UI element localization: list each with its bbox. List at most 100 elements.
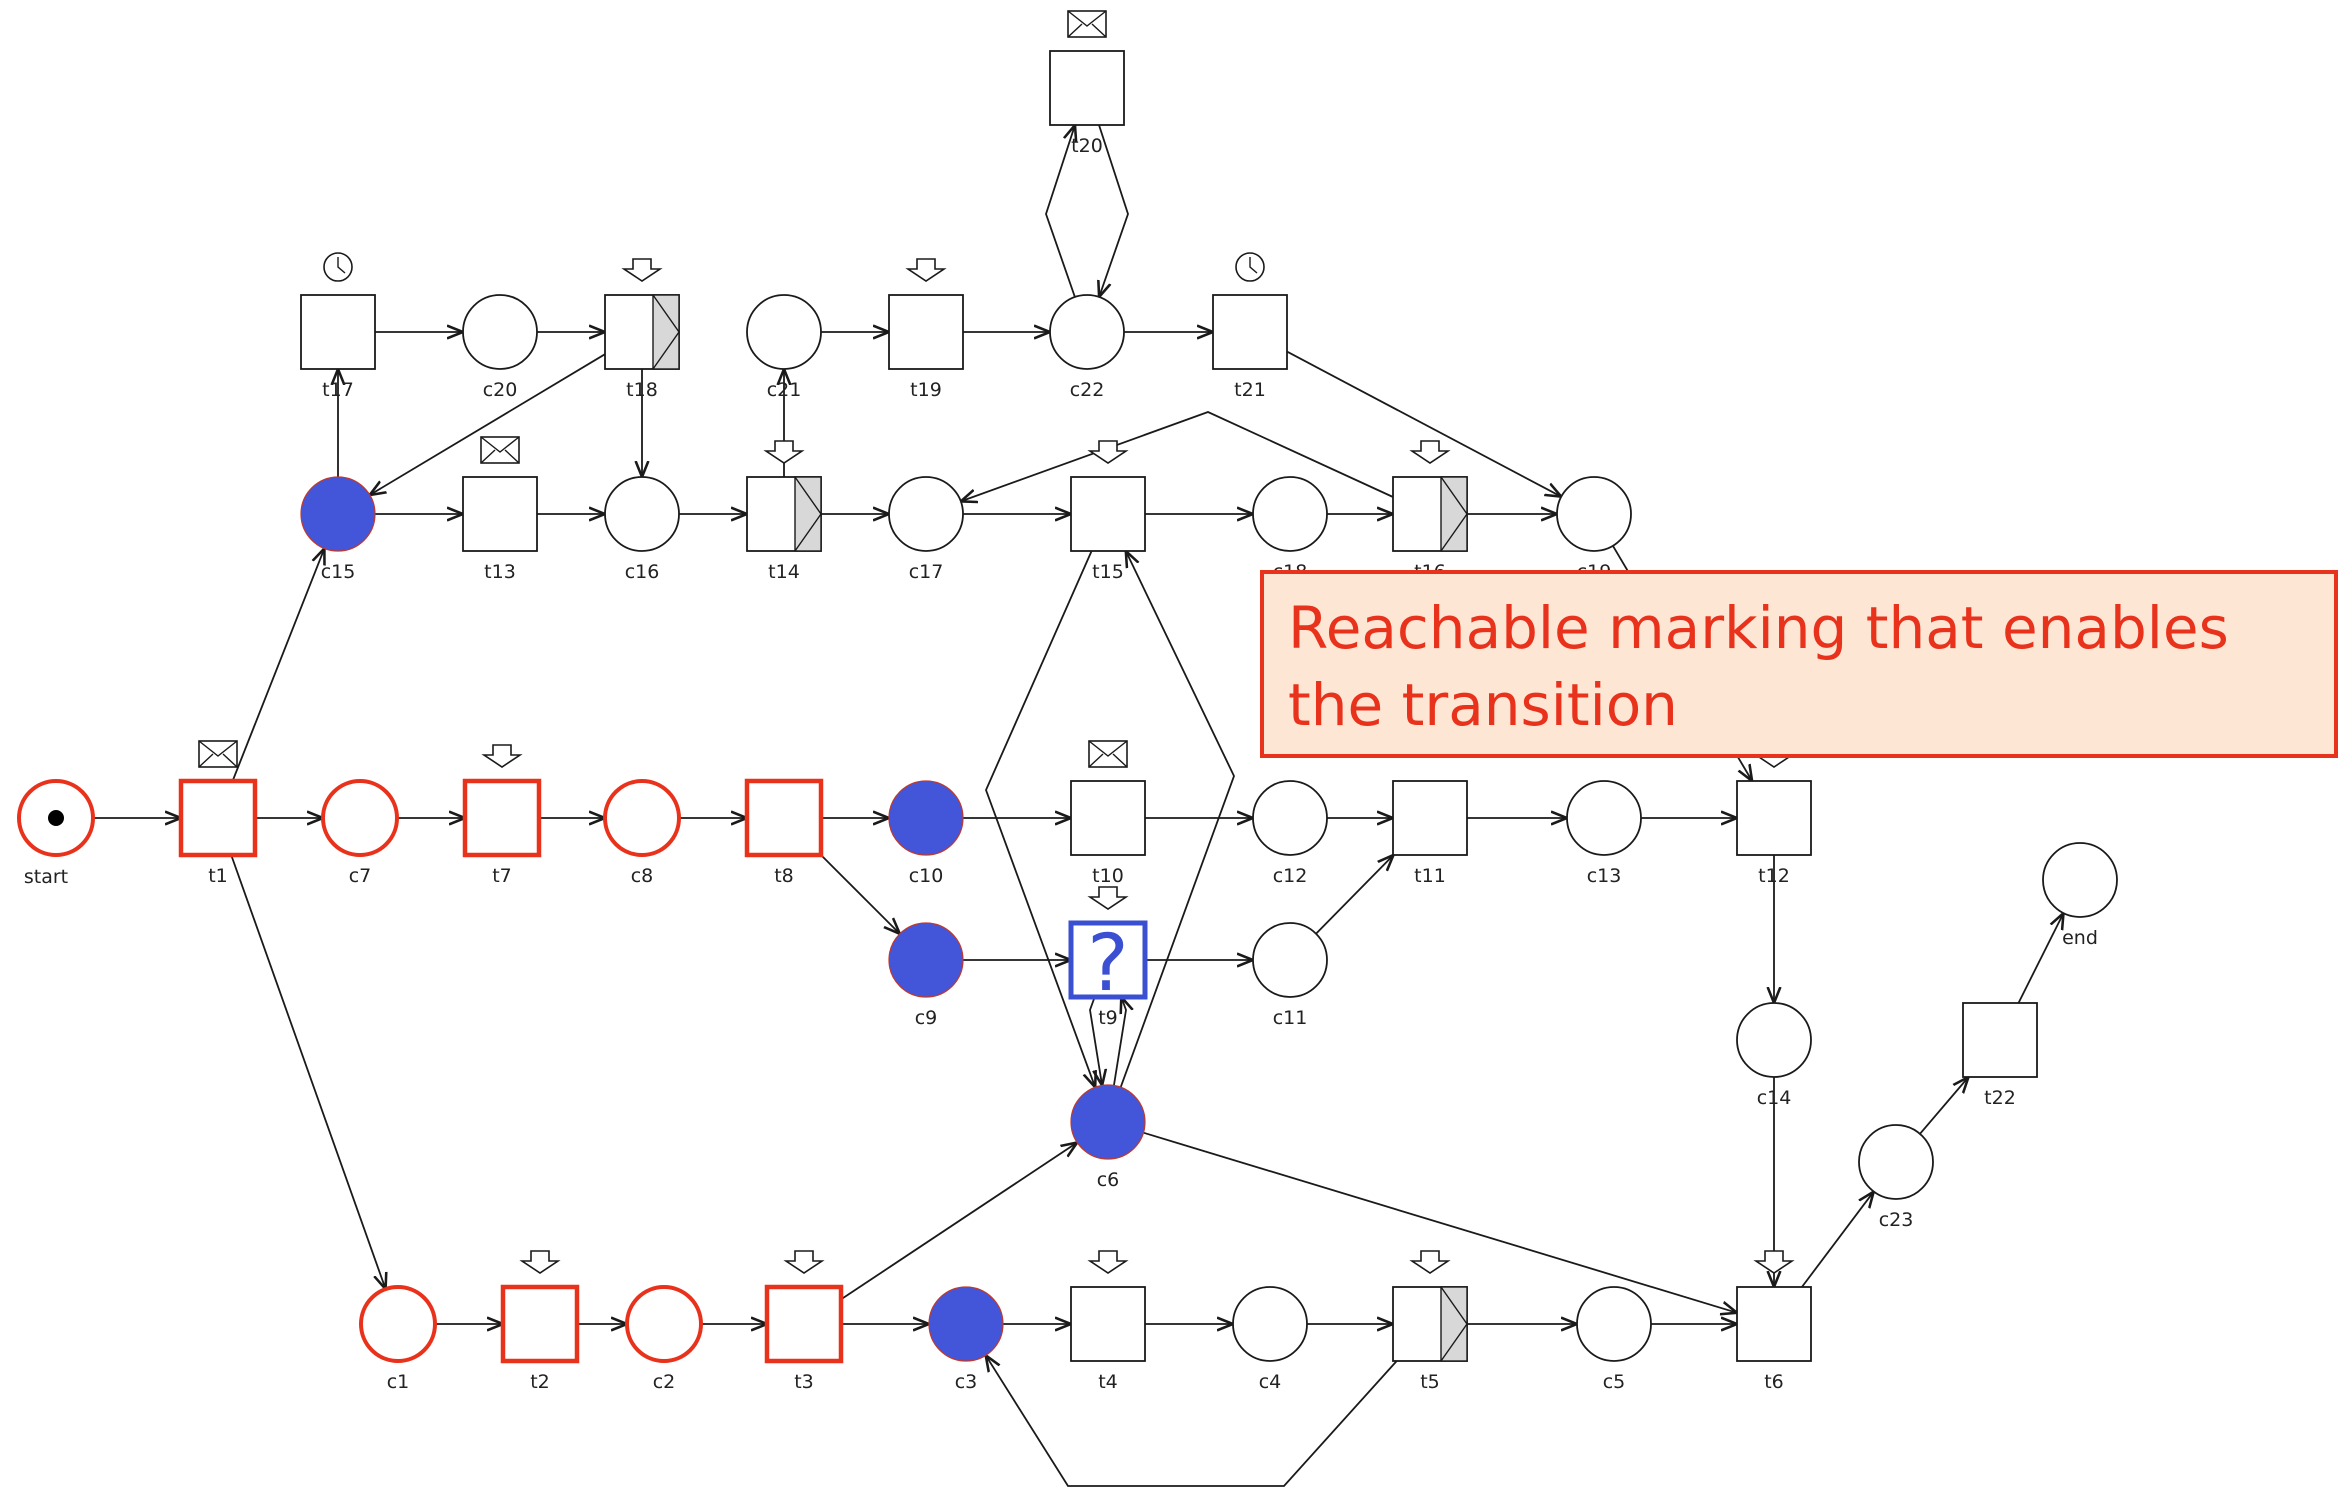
place-c19 xyxy=(1556,476,1632,552)
transition-t6 xyxy=(1736,1286,1812,1362)
message-icon xyxy=(198,740,238,768)
transition-t9 xyxy=(1068,920,1148,1000)
place-label-c16: c16 xyxy=(625,561,660,583)
place-c6 xyxy=(1070,1084,1146,1160)
place-c18 xyxy=(1252,476,1328,552)
xor-split-t16 xyxy=(1440,476,1468,552)
place-label-c2: c2 xyxy=(653,1371,676,1393)
arc-t1-c1 xyxy=(230,854,385,1289)
transition-label-t17: t17 xyxy=(322,379,354,401)
transition-label-t1: t1 xyxy=(208,865,228,887)
place-label-c22: c22 xyxy=(1070,379,1105,401)
place-label-c12: c12 xyxy=(1273,865,1308,887)
place-c17 xyxy=(888,476,964,552)
arrow-icon xyxy=(783,1250,825,1274)
xor-split-t14 xyxy=(794,476,822,552)
transition-label-t2: t2 xyxy=(530,1371,550,1393)
place-c8 xyxy=(603,779,681,857)
transition-t19 xyxy=(888,294,964,370)
arc-t8-c9 xyxy=(820,854,900,934)
place-c3 xyxy=(928,1286,1004,1362)
arc-t22-end xyxy=(2017,913,2064,1004)
arrow-icon xyxy=(1087,886,1129,910)
arrow-icon xyxy=(1409,440,1451,464)
arc-t6-c23 xyxy=(1801,1192,1874,1288)
place-c21 xyxy=(746,294,822,370)
timer-icon xyxy=(1235,252,1265,282)
place-label-c20: c20 xyxy=(483,379,518,401)
arc-c6-t15 xyxy=(1119,551,1235,1088)
timer-icon xyxy=(323,252,353,282)
arc-t20-c22 xyxy=(1099,124,1129,297)
transition-label-t6: t6 xyxy=(1764,1371,1784,1393)
transition-t1 xyxy=(178,778,258,858)
place-end xyxy=(2042,842,2118,918)
transition-label-t8: t8 xyxy=(774,865,794,887)
arc-t18-c15 xyxy=(370,353,606,495)
arrow-icon xyxy=(519,1250,561,1274)
place-c1 xyxy=(359,1285,437,1363)
place-c9 xyxy=(888,922,964,998)
place-label-c17: c17 xyxy=(909,561,944,583)
transition-t2 xyxy=(500,1284,580,1364)
transition-t21 xyxy=(1212,294,1288,370)
xor-split-t5 xyxy=(1440,1286,1468,1362)
place-c15 xyxy=(300,476,376,552)
transition-t15 xyxy=(1070,476,1146,552)
message-icon xyxy=(1067,10,1107,38)
place-c23 xyxy=(1858,1124,1934,1200)
arrow-icon xyxy=(1087,440,1129,464)
transition-label-t7: t7 xyxy=(492,865,512,887)
place-label-c11: c11 xyxy=(1273,1007,1308,1029)
transition-t22 xyxy=(1962,1002,2038,1078)
nodes-layer: ? xyxy=(17,10,2118,1364)
arc-c6-t6 xyxy=(1143,1131,1737,1313)
arc-t3-c6 xyxy=(840,1143,1077,1301)
arc-c22-t20 xyxy=(1045,125,1075,298)
transition-label-t15: t15 xyxy=(1092,561,1124,583)
place-c13 xyxy=(1566,780,1642,856)
arrow-icon xyxy=(763,440,805,464)
arc-c11-t11 xyxy=(1315,855,1394,935)
arrow-icon xyxy=(1087,1250,1129,1274)
transition-label-t9: t9 xyxy=(1098,1007,1118,1029)
place-c12 xyxy=(1252,780,1328,856)
xor-split-t18 xyxy=(652,294,680,370)
arrow-icon xyxy=(1753,1250,1795,1274)
transition-t11 xyxy=(1392,780,1468,856)
transition-t8 xyxy=(744,778,824,858)
place-label-c5: c5 xyxy=(1603,1371,1626,1393)
transition-t12 xyxy=(1736,780,1812,856)
arrow-icon xyxy=(1409,1250,1451,1274)
place-c22 xyxy=(1049,294,1125,370)
transition-t13 xyxy=(462,476,538,552)
arc-t16-c17 xyxy=(961,411,1394,501)
transition-t3 xyxy=(764,1284,844,1364)
place-label-c7: c7 xyxy=(349,865,372,887)
arc-c6-t9 xyxy=(1113,997,1126,1086)
place-label-c10: c10 xyxy=(909,865,944,887)
place-label-c15: c15 xyxy=(321,561,356,583)
arrow-icon xyxy=(905,258,947,282)
place-c11 xyxy=(1252,922,1328,998)
transition-label-t20: t20 xyxy=(1071,135,1103,157)
arrow-icon xyxy=(621,258,663,282)
transition-label-t19: t19 xyxy=(910,379,942,401)
transition-label-t3: t3 xyxy=(794,1371,814,1393)
arc-c23-t22 xyxy=(1919,1077,1969,1135)
arc-t9-c6 xyxy=(1089,996,1102,1086)
place-c16 xyxy=(604,476,680,552)
start-token-dot xyxy=(48,810,64,826)
message-icon xyxy=(1088,740,1128,768)
transition-label-t13: t13 xyxy=(484,561,516,583)
place-label-c1: c1 xyxy=(387,1371,410,1393)
place-c4 xyxy=(1232,1286,1308,1362)
place-c14 xyxy=(1736,1002,1812,1078)
arc-t5-c3 xyxy=(986,1355,1398,1487)
transition-t4 xyxy=(1070,1286,1146,1362)
query-mark: ? xyxy=(1087,919,1128,1009)
transition-label-t10: t10 xyxy=(1092,865,1124,887)
callout-box: Reachable marking that enables the trans… xyxy=(1260,570,2338,758)
arc-t21-c19 xyxy=(1286,350,1561,497)
